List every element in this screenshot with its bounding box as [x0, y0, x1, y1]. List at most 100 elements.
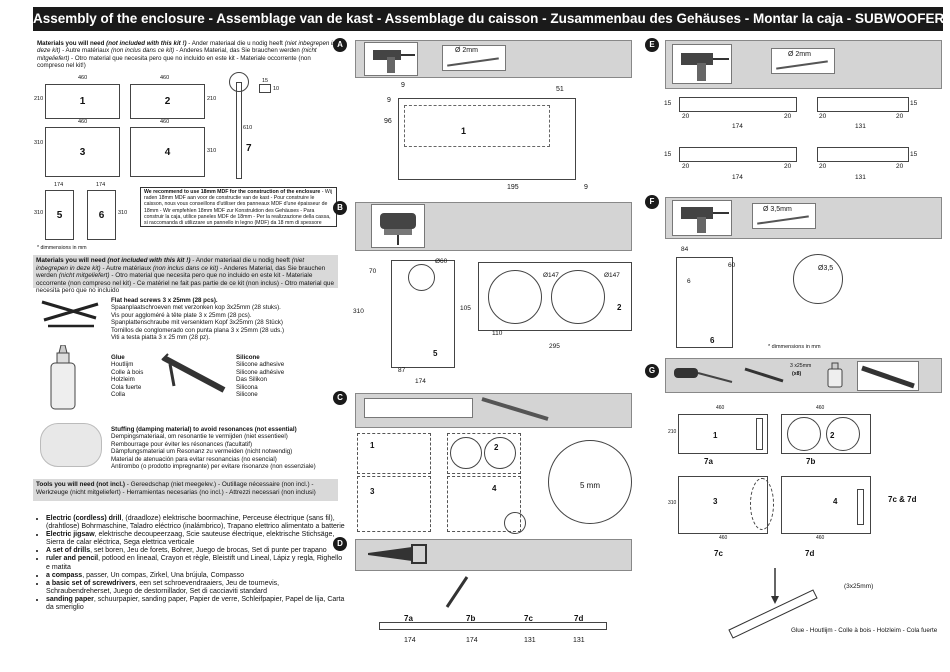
- step-d-band: [355, 539, 632, 571]
- step-d-7b: 7b: [466, 614, 476, 623]
- step-g-7a: 7a: [704, 457, 713, 466]
- step-b-hole-147b: [551, 270, 605, 324]
- step-e-stick-2: [817, 97, 909, 112]
- step-g-stick-assembly: [728, 568, 818, 639]
- step-b-panel-5: [391, 260, 455, 368]
- dim-295: 295: [549, 343, 560, 350]
- step-g-screws-count: (x8): [792, 371, 802, 377]
- panel-2-height: 210: [207, 96, 217, 102]
- screws-text: Flat head screws 3 x 25mm (28 pcs). Spaa…: [111, 297, 285, 342]
- panel-7-w: 15: [262, 78, 269, 84]
- step-g-hole-a: [787, 417, 821, 451]
- dim-e-20c: 20: [819, 113, 827, 120]
- dim-195: 195: [507, 184, 519, 191]
- stuffing-icon: [40, 423, 102, 467]
- dim-174: 174: [415, 378, 426, 385]
- panel-5-width: 174: [54, 182, 64, 188]
- dim-f-60: 60: [728, 262, 736, 269]
- dim-e-15c: 15: [664, 151, 672, 158]
- stuffing-text: Stuffing (damping material) to avoid res…: [111, 426, 316, 471]
- materials-heading-2: Materials you will need (not included wi…: [33, 255, 338, 294]
- step-c-p1: 1: [370, 441, 375, 450]
- panel-7-len: 610: [243, 125, 253, 131]
- panel-1-height: 210: [34, 96, 44, 102]
- panel-1-width: 460: [78, 75, 88, 81]
- panel-6-height: 310: [118, 210, 128, 216]
- step-g-glue-label: Glue - Houtlijm - Colle à bois - Holzlei…: [791, 627, 938, 634]
- step-d-7c: 7c: [524, 614, 533, 623]
- step-d-7d: 7d: [574, 614, 584, 623]
- dim-e-15a: 15: [664, 100, 672, 107]
- dim-g-460b: 460: [816, 405, 825, 411]
- step-g-glue-burst: [750, 478, 774, 530]
- step-a-panel-1: [398, 98, 576, 180]
- dim-310: 310: [353, 308, 364, 315]
- step-c-p2: 2: [494, 443, 499, 452]
- step-g-screw-label: (3x25mm): [844, 583, 874, 590]
- dim-131b: 131: [573, 637, 585, 644]
- dim-9b: 9: [387, 97, 391, 104]
- step-d-badge: D: [333, 537, 347, 551]
- panel-3-width: 460: [78, 119, 88, 125]
- dim-147b: Ø147: [604, 272, 620, 279]
- step-f-panel-6: [676, 257, 733, 348]
- dim-9c: 9: [584, 184, 588, 191]
- ruler-icon: [364, 398, 473, 418]
- step-e-stick-4: [817, 147, 909, 162]
- step-g-hole-b: [826, 417, 860, 451]
- jigsaw-icon: [371, 204, 425, 248]
- tool-item: A set of drills, set boren, Jeu de foret…: [46, 547, 346, 555]
- step-b-hole-147a: [488, 270, 542, 324]
- step-a-inner-outline: [404, 105, 550, 147]
- saw-cut-icon: [445, 576, 469, 608]
- panel-6: 6: [87, 190, 116, 240]
- tool-item: a basic set of screwdrivers, een set sch…: [46, 580, 346, 596]
- dim-e-174b: 174: [732, 174, 743, 181]
- page-title: Assembly of the enclosure - Assemblage v…: [33, 7, 943, 31]
- glue-icon-g: [827, 362, 843, 388]
- step-g-panel-1: [678, 414, 768, 454]
- step-g-p1: 1: [713, 431, 718, 440]
- panel-1: 1: [45, 84, 120, 119]
- step-c-panel-3: [357, 476, 431, 532]
- drill-bit-2mm-e: Ø 2mm: [771, 48, 835, 74]
- step-e-stick-3: [679, 147, 797, 162]
- dim-9a: 9: [401, 82, 405, 89]
- dim-110: 110: [492, 330, 503, 337]
- step-g-stick-7d: [857, 489, 864, 525]
- step-c-5mm: 5 mm: [580, 481, 600, 490]
- dim-note: * dimmensions in mm: [37, 245, 87, 251]
- dim-g-460a: 460: [716, 405, 725, 411]
- dim-e-131a: 131: [855, 123, 866, 130]
- panel-7-detail-circle: [229, 72, 249, 92]
- tool-item: ruler and pencil, potlood en lineaal, Cr…: [46, 555, 346, 571]
- dim-note-f: * dimmensions in mm: [768, 344, 821, 350]
- panel-4-height: 310: [207, 148, 217, 154]
- screws-icon: [41, 300, 99, 328]
- panel-2: 2: [130, 84, 205, 119]
- step-b-p5: 5: [433, 349, 438, 358]
- drill-icon-f: [672, 200, 732, 236]
- step-g-7c7d: 7c & 7d: [888, 495, 917, 504]
- dim-f-35: Ø3,5: [818, 265, 834, 272]
- step-g-p3: 3: [713, 497, 718, 506]
- dim-f-6: 6: [687, 278, 691, 285]
- step-a-badge: A: [333, 38, 347, 52]
- tools-list: Electric (cordless) drill, (draadloze) e…: [37, 515, 346, 612]
- panel-7-label: 7: [246, 143, 252, 154]
- dim-e-20f: 20: [784, 163, 792, 170]
- step-c-panel-2: [447, 433, 521, 474]
- step-g-stick-7a: [756, 418, 763, 450]
- step-g-panel-4: [781, 476, 871, 534]
- tool-item: a compass, passer, Un compas, Zirkel, Un…: [46, 572, 346, 580]
- dim-147a: Ø147: [543, 272, 559, 279]
- dim-87: 87: [398, 367, 406, 374]
- dim-174b: 174: [466, 637, 478, 644]
- step-c-p4: 4: [492, 484, 497, 493]
- step-a-panel-label: 1: [461, 126, 467, 136]
- dim-105: 105: [460, 305, 471, 312]
- step-g-7c: 7c: [714, 549, 723, 558]
- step-c-hole-a: [450, 437, 482, 469]
- drill-bit-35mm: Ø 3,5mm: [752, 203, 816, 229]
- step-b-badge: B: [333, 201, 347, 215]
